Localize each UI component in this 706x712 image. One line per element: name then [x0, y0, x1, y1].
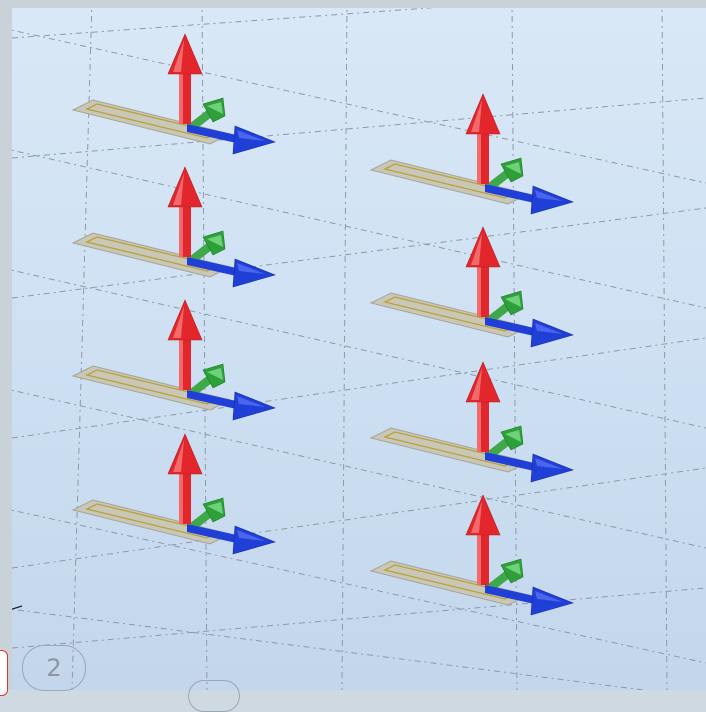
workobject-frame: [71, 299, 276, 421]
workobject-frame: [71, 33, 276, 155]
z-axis-highlight: [179, 70, 183, 124]
y-axis-shaft: [189, 110, 213, 130]
y-axis-shaft: [487, 571, 511, 591]
x-axis-shaft: [485, 452, 539, 472]
grid-line-vertical: [511, 8, 518, 690]
workobject-frame: [369, 494, 574, 616]
x-axis-head: [232, 125, 276, 155]
z-axis-head: [167, 33, 203, 75]
grid-line-vertical: [341, 8, 348, 690]
scene-canvas[interactable]: [12, 8, 706, 690]
workobject-frame: [369, 226, 574, 348]
z-axis-head-highlight: [471, 233, 482, 265]
y-axis-highlight: [207, 235, 223, 247]
x-axis-shaft: [485, 184, 539, 204]
y-axis-highlight: [505, 563, 521, 575]
z-axis-head-highlight: [471, 368, 482, 400]
z-axis-highlight: [179, 203, 183, 257]
x-axis-head: [530, 185, 574, 215]
grid-line-diagonal: [12, 269, 706, 429]
y-axis-shaft: [487, 303, 511, 323]
z-axis-head-highlight: [173, 40, 184, 72]
selection-marker: [0, 650, 8, 696]
grid-line-diagonal: [12, 587, 706, 649]
y-axis-highlight: [505, 430, 521, 442]
z-axis-head-highlight: [173, 173, 184, 205]
y-axis-shaft: [487, 170, 511, 190]
grid-line-diagonal: [12, 97, 706, 159]
z-axis-highlight: [477, 531, 481, 585]
x-axis-highlight: [237, 130, 265, 141]
x-axis-shaft: [187, 390, 241, 410]
x-axis-shaft: [485, 317, 539, 337]
next-badge[interactable]: [188, 680, 240, 712]
top-panel-edge: [0, 0, 706, 8]
z-axis-head: [465, 226, 501, 268]
edge-line: [12, 605, 23, 610]
x-axis-shaft: [187, 124, 241, 144]
z-axis-head-highlight: [173, 440, 184, 472]
y-axis-highlight: [207, 102, 223, 114]
workobject-frame: [369, 93, 574, 215]
x-axis-head: [232, 258, 276, 288]
x-axis-head: [530, 318, 574, 348]
z-axis-head: [465, 361, 501, 403]
grid-line-diagonal: [12, 8, 436, 39]
grid-line-diagonal: [12, 608, 648, 690]
z-axis-head-highlight: [471, 501, 482, 533]
z-axis-head: [167, 433, 203, 475]
workobject-frame: [369, 361, 574, 483]
workobject-frame: [71, 433, 276, 555]
z-axis-head: [465, 494, 501, 536]
page-number-badge[interactable]: 2: [22, 645, 86, 691]
y-axis-shaft: [487, 438, 511, 458]
z-axis-head: [465, 93, 501, 135]
y-axis-shaft: [189, 510, 213, 530]
z-axis-head-highlight: [471, 100, 482, 132]
grid-line-diagonal: [12, 337, 706, 439]
x-axis-shaft: [485, 585, 539, 605]
z-axis-highlight: [477, 130, 481, 184]
z-axis-highlight: [179, 336, 183, 390]
x-axis-highlight: [535, 458, 563, 469]
y-axis-highlight: [505, 295, 521, 307]
x-axis-highlight: [237, 530, 265, 541]
3d-viewport[interactable]: [12, 8, 706, 690]
workobject-frame: [71, 166, 276, 288]
z-axis-highlight: [477, 263, 481, 317]
x-axis-highlight: [237, 263, 265, 274]
x-axis-head: [530, 586, 574, 616]
x-axis-highlight: [535, 323, 563, 334]
grid-line-diagonal: [12, 207, 706, 299]
x-axis-highlight: [535, 591, 563, 602]
x-axis-head: [530, 453, 574, 483]
x-axis-shaft: [187, 524, 241, 544]
z-axis-head: [167, 299, 203, 341]
y-axis-highlight: [207, 368, 223, 380]
grid-line-diagonal: [12, 467, 706, 569]
z-axis-head: [167, 166, 203, 208]
x-axis-highlight: [535, 190, 563, 201]
grid-line-diagonal: [12, 149, 706, 309]
y-axis-shaft: [189, 376, 213, 396]
x-axis-head: [232, 525, 276, 555]
page-number-label: 2: [46, 654, 62, 682]
grid-line-vertical: [71, 8, 93, 690]
y-axis-highlight: [505, 162, 521, 174]
x-axis-highlight: [237, 396, 265, 407]
left-panel-edge: [0, 0, 12, 690]
x-axis-head: [232, 391, 276, 421]
x-axis-shaft: [187, 257, 241, 277]
y-axis-shaft: [189, 243, 213, 263]
y-axis-highlight: [207, 502, 223, 514]
grid-line-diagonal: [12, 389, 706, 549]
grid-line-vertical: [661, 8, 668, 690]
z-axis-head-highlight: [173, 306, 184, 338]
grid-line-diagonal: [12, 509, 706, 664]
workobjects-layer: [12, 33, 574, 616]
z-axis-highlight: [477, 398, 481, 452]
z-axis-highlight: [179, 470, 183, 524]
